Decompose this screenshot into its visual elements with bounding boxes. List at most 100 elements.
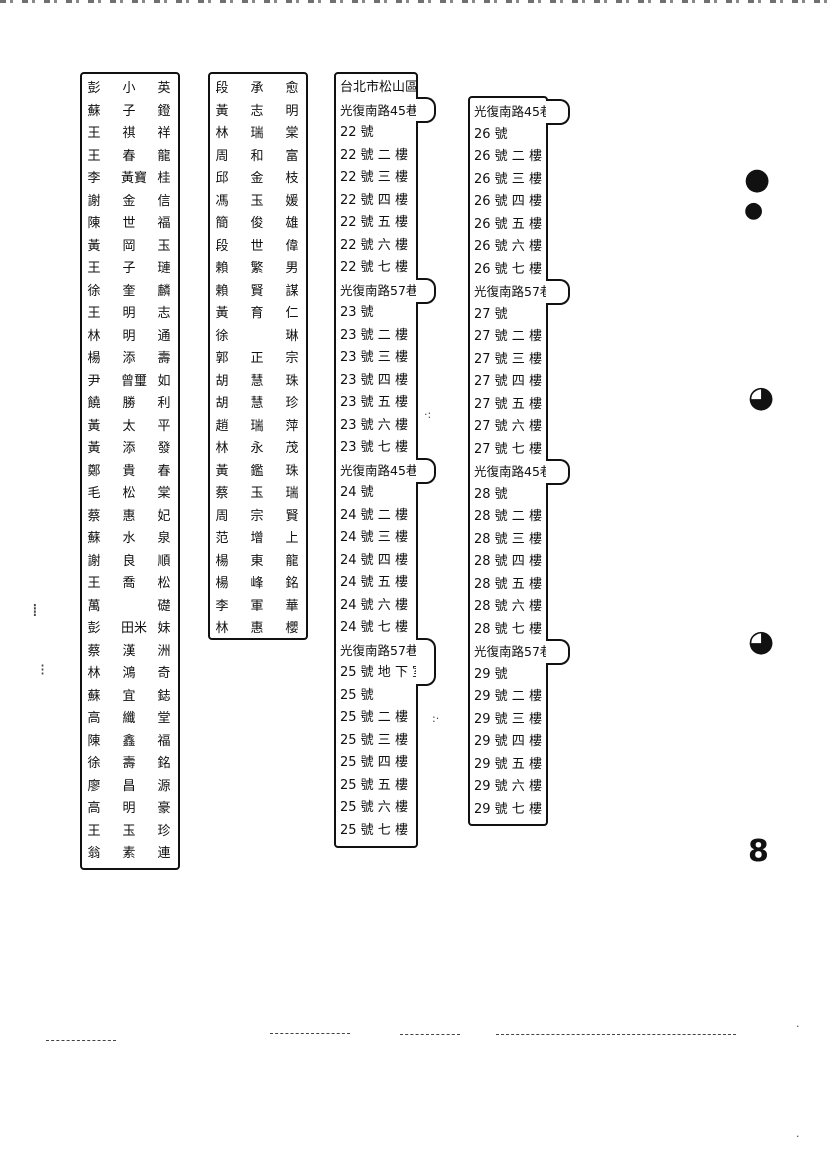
name-part: 奇 [157, 666, 171, 681]
scan-speck: ⁝ [40, 660, 46, 679]
address-row: 24 號 四 樓 [340, 552, 408, 568]
name-row: 翁素連 [82, 843, 178, 866]
name-row: 高纖堂 [82, 708, 178, 731]
name-row: 馮玉媛 [210, 191, 306, 214]
name-part: 饒 [87, 396, 101, 411]
name-list-column-1: 彭小英蘇子鐙王祺祥王春龍李黃寶桂謝金信陳世福黃岡玉王子璉徐奎麟王明志林明通楊添壽… [80, 72, 180, 870]
address-row: 25 號 七 樓 [340, 822, 408, 838]
name-part: 龍 [157, 148, 171, 164]
name-part: 彭 [87, 621, 101, 636]
name-row: 邱金枝 [210, 168, 306, 191]
name-part: 珍 [285, 396, 299, 411]
name-part: 和 [250, 148, 264, 164]
name-row: 賴繁男 [210, 258, 306, 281]
name-row: 黃太平 [82, 416, 178, 439]
name-part: 謝 [87, 553, 101, 569]
name-part: 奎 [122, 283, 136, 299]
name-part: 黃 [215, 306, 229, 321]
address-row: 23 號 五 樓 [340, 395, 408, 410]
name-part: 春 [122, 148, 136, 164]
name-row: 王祺祥 [82, 123, 178, 146]
name-part: 妹 [157, 621, 171, 636]
name-row: 李黃寶桂 [82, 168, 178, 191]
address-row: 24 號 三 樓 [340, 530, 408, 545]
name-part: 段 [215, 238, 229, 254]
address-row: 25 號 地 下 室 [340, 665, 426, 680]
name-part: 賴 [215, 261, 229, 276]
address-row: 28 號 五 樓 [474, 576, 542, 592]
name-part: 源 [157, 778, 171, 794]
address-tab [546, 459, 570, 485]
address-row: 27 號 七 樓 [474, 441, 542, 457]
name-part: 蘇 [87, 103, 101, 119]
name-part: 林 [215, 621, 229, 636]
name-part: 育 [250, 306, 264, 321]
name-row: 黃岡玉 [82, 236, 178, 259]
name-part: 蘇 [87, 531, 101, 546]
address-row: 28 號 七 樓 [474, 621, 542, 637]
name-part: 趙 [215, 418, 229, 434]
name-part: 峰 [250, 576, 264, 591]
address-row: 22 號 [340, 125, 374, 140]
name-part: 周 [215, 148, 229, 164]
name-part: 毛 [87, 486, 101, 501]
name-row: 蘇水泉 [82, 528, 178, 551]
name-part: 銘 [157, 756, 171, 771]
address-row: 28 號 六 樓 [474, 599, 542, 614]
scan-line [270, 1033, 350, 1034]
name-part: 陳 [87, 733, 101, 749]
name-part: 黃 [215, 463, 229, 479]
name-part: 胡 [215, 373, 229, 389]
name-part: 龍 [285, 553, 299, 569]
name-part: 邱 [215, 171, 229, 186]
name-part: 茂 [285, 441, 299, 456]
name-part: 纖 [122, 711, 136, 726]
scan-speck: :· [432, 712, 440, 725]
name-part: 愈 [285, 81, 299, 96]
punch-hole-mark: ● [744, 162, 771, 197]
name-part: 萬 [87, 598, 101, 614]
name-row: 黃添發 [82, 438, 178, 461]
address-row: 27 號 四 樓 [474, 374, 542, 389]
name-part: 昌 [122, 778, 136, 794]
name-part: 添 [122, 351, 136, 366]
name-part: 宗 [285, 351, 299, 366]
name-part: 翁 [87, 846, 101, 861]
name-part: 王 [87, 261, 101, 276]
name-row: 黃鑑珠 [210, 461, 306, 484]
name-part: 謀 [285, 283, 299, 299]
name-part: 田米 [121, 621, 148, 636]
name-part: 萍 [285, 418, 299, 434]
name-part: 宗 [250, 508, 264, 524]
name-part: 珍 [157, 823, 171, 839]
name-part: 蔡 [215, 486, 229, 501]
address-row: 23 號 六 樓 [340, 417, 408, 433]
address-row: 29 號 七 樓 [474, 801, 542, 817]
address-row: 24 號 六 樓 [340, 597, 408, 613]
name-part [249, 326, 265, 349]
address-row: 27 號 二 樓 [474, 329, 542, 344]
name-part: 鋕 [157, 688, 171, 704]
address-tab [546, 639, 570, 665]
address-row: 22 號 三 樓 [340, 170, 408, 185]
address-row: 25 號 五 樓 [340, 777, 408, 793]
address-tab [416, 458, 436, 484]
name-part: 慧 [250, 373, 264, 389]
address-row: 24 號 [340, 485, 374, 500]
name-part: 惠 [250, 621, 264, 636]
name-part: 林 [215, 441, 229, 456]
address-tab [546, 99, 570, 125]
name-part [121, 596, 137, 619]
name-part: 明 [122, 306, 136, 321]
name-row: 蘇宜鋕 [82, 686, 178, 709]
name-part: 明 [122, 801, 136, 816]
name-part: 鑑 [250, 463, 264, 479]
address-row: 23 號 二 樓 [340, 327, 408, 343]
address-row: 22 號 七 樓 [340, 260, 408, 275]
name-part: 桂 [157, 171, 171, 186]
name-part: 鐙 [157, 103, 171, 119]
name-part: 黃 [215, 103, 229, 119]
address-row: 23 號 四 樓 [340, 372, 408, 388]
name-part: 子 [122, 261, 136, 276]
